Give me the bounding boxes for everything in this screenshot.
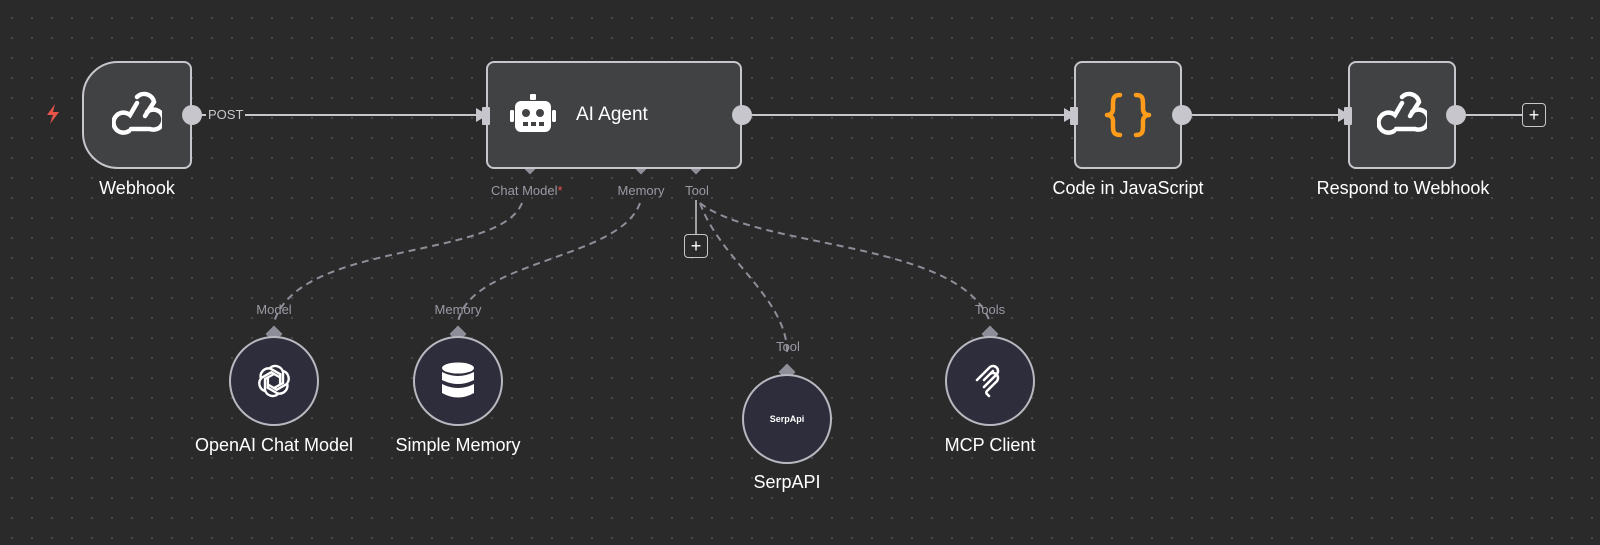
dashed-connection-chat-model[interactable] — [273, 202, 523, 323]
code-title: Code in JavaScript — [1052, 178, 1204, 198]
openai-icon — [255, 362, 293, 400]
mcp-title: MCP Client — [944, 435, 1036, 455]
simple-memory-node[interactable] — [413, 336, 503, 426]
agent-input-port[interactable] — [482, 107, 490, 125]
ai-agent-output-port[interactable] — [732, 105, 752, 125]
port-label-memory: Memory — [617, 183, 665, 198]
code-output-port[interactable] — [1172, 105, 1192, 125]
plus-icon: + — [690, 236, 702, 256]
memory-port-label: Memory — [434, 302, 482, 317]
ai-agent-node[interactable]: AI Agent — [482, 61, 742, 169]
webhook-output-label: POST — [206, 107, 246, 122]
openai-port-label: Model — [256, 302, 292, 317]
database-icon — [441, 362, 475, 400]
openai-chat-model-node[interactable] — [229, 336, 319, 426]
add-tool-button[interactable]: + — [684, 234, 708, 258]
openai-title: OpenAI Chat Model — [194, 435, 354, 455]
respond-node[interactable] — [1344, 61, 1456, 169]
robot-icon — [510, 94, 556, 136]
dashed-connection-serpapi[interactable] — [699, 202, 789, 357]
mcp-icon — [973, 364, 1007, 398]
port-label-tool: Tool — [685, 183, 709, 198]
serpapi-node[interactable]: SerpApi — [742, 374, 832, 464]
chat-model-label: Chat Model — [491, 183, 558, 198]
webhook-node[interactable] — [82, 61, 192, 169]
respond-title: Respond to Webhook — [1316, 178, 1490, 198]
respond-output-port[interactable] — [1446, 105, 1466, 125]
required-asterisk: * — [557, 183, 563, 198]
webhook-icon — [1377, 91, 1427, 139]
port-label-chat-model: Chat Model* — [491, 183, 563, 198]
add-node-button[interactable]: + — [1522, 103, 1546, 127]
webhook-title: Webhook — [99, 178, 175, 198]
ai-agent-title: AI Agent — [576, 104, 648, 125]
webhook-output-port[interactable] — [182, 105, 202, 125]
respond-input-port[interactable] — [1344, 107, 1352, 125]
mcp-port-label: Tools — [974, 302, 1006, 317]
code-input-port[interactable] — [1070, 107, 1078, 125]
plus-icon: + — [1528, 105, 1540, 125]
serpapi-logo-icon: SerpApi — [769, 414, 805, 424]
code-node[interactable] — [1070, 61, 1182, 169]
serpapi-title: SerpAPI — [753, 472, 821, 492]
mcp-client-node[interactable] — [945, 336, 1035, 426]
webhook-icon — [112, 91, 162, 139]
dashed-connection-mcp[interactable] — [699, 202, 991, 323]
memory-title: Simple Memory — [395, 435, 521, 455]
curly-braces-icon — [1103, 91, 1153, 139]
serpapi-port-label: Tool — [776, 339, 800, 354]
lightning-bolt-icon — [44, 103, 62, 125]
dashed-connection-memory[interactable] — [457, 202, 641, 323]
